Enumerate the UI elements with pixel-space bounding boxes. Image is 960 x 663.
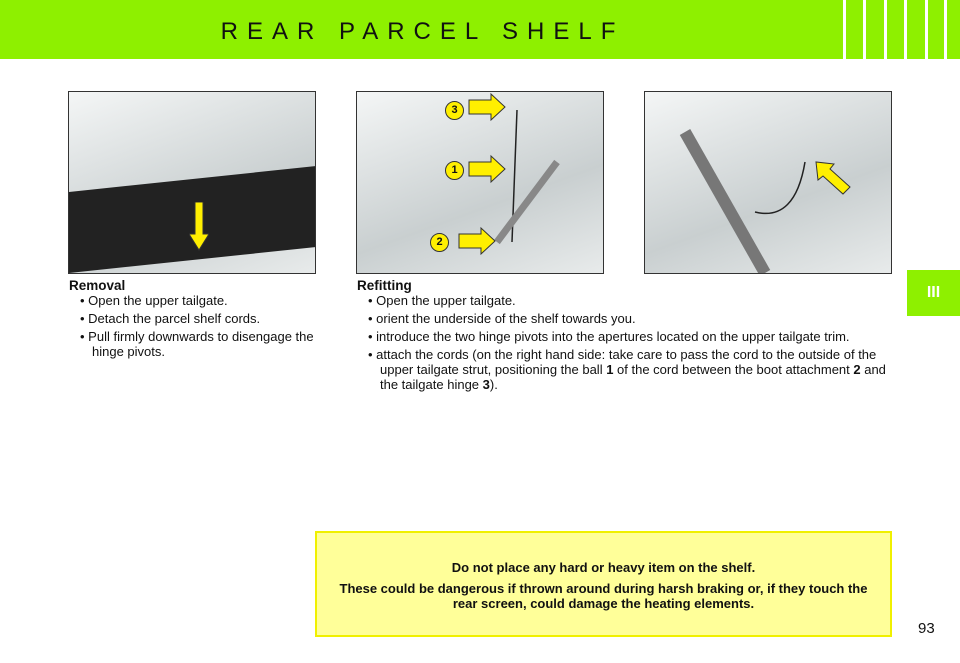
text: ). [489,377,498,392]
chapter-tab[interactable]: III [907,270,960,316]
removal-heading: Removal [69,278,126,293]
list-item: Open the upper tailgate. [358,293,888,308]
ref-1: 1 [606,362,614,377]
list-item: orient the underside of the shelf toward… [358,311,888,326]
stripe [904,0,907,59]
cord-photo [644,91,892,274]
label-3: 3 [445,101,464,120]
refitting-heading: Refitting [357,278,412,293]
text: attach the cords (on the right hand side… [376,347,877,377]
list-item: attach the cords (on the right hand side… [358,347,888,392]
header-bar: REAR PARCEL SHELF [0,0,960,59]
warning-line-1: Do not place any hard or heavy item on t… [451,560,756,575]
refitting-list: Open the upper tailgate. orient the unde… [358,293,888,395]
list-item: introduce the two hinge pivots into the … [358,329,888,344]
warning-box: Do not place any hard or heavy item on t… [315,531,892,637]
label-2: 2 [430,233,449,252]
list-item: Pull firmly downwards to disengage the h… [70,329,320,359]
list-item: Detach the parcel shelf cords. [70,311,320,326]
ref-3: 3 [482,377,490,392]
arrow-down-icon [189,202,209,251]
page-title: REAR PARCEL SHELF [220,18,625,45]
strut-diagram [458,92,560,256]
ref-2: 2 [853,362,861,377]
refitting-photo: 3 1 2 [356,91,604,274]
page-number: 93 [918,620,935,637]
list-item: Open the upper tailgate. [70,293,320,308]
stripe [944,0,947,59]
removal-list: Open the upper tailgate. Detach the parc… [70,293,320,362]
text: and the tailgate hinge [380,362,886,392]
label-1: 1 [445,161,464,180]
stripe [925,0,928,59]
removal-photo [68,91,316,274]
cord-diagram [679,129,851,273]
stripe [884,0,887,59]
stripe [843,0,846,59]
stripe [863,0,866,59]
text: of the cord between the boot attachment [613,362,854,377]
warning-line-2: These could be dangerous if thrown aroun… [339,581,868,611]
